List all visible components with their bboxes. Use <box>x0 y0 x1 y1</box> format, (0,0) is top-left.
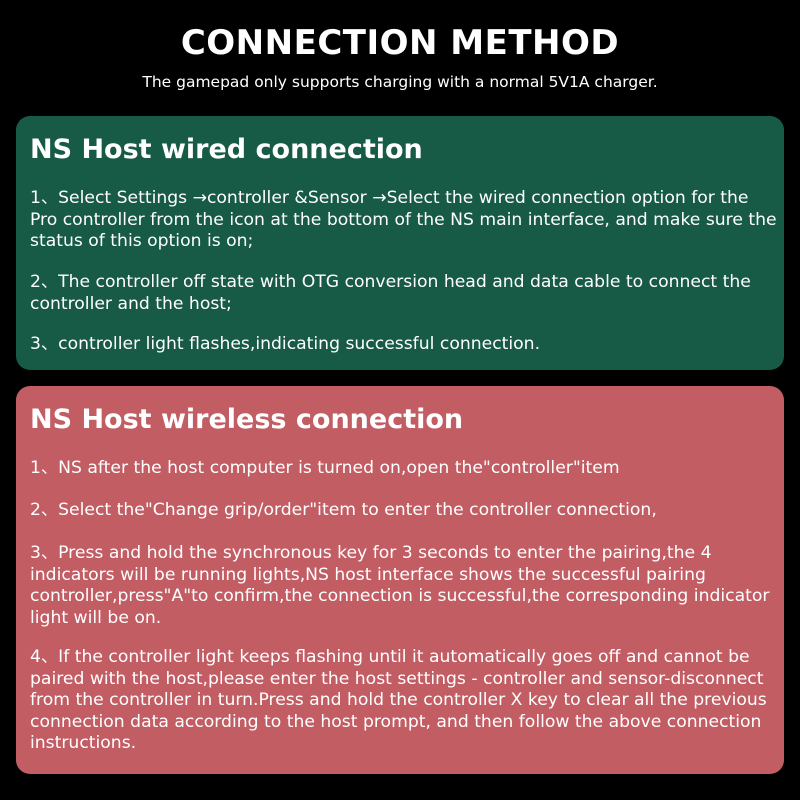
wired-connection-heading: NS Host wired connection <box>30 134 423 165</box>
wireless-connection-heading: NS Host wireless connection <box>30 404 464 435</box>
wired-step-2: 2、The controller off state with OTG conv… <box>30 272 751 314</box>
wireless-connection-panel <box>16 386 784 774</box>
wireless-step-2: 2、Select the"Change grip/order"item to e… <box>30 500 657 520</box>
wireless-step-3: 3、Press and hold the synchronous key for… <box>30 543 770 628</box>
wired-step-1: 1、Select Settings →controller &Sensor →S… <box>30 188 777 251</box>
wireless-step-4: 4、If the controller light keeps flashing… <box>30 647 767 753</box>
wired-connection-panel <box>16 116 784 370</box>
wireless-step-1: 1、NS after the host computer is turned o… <box>30 458 620 478</box>
wired-step-3: 3、controller light flashes,indicating su… <box>30 334 541 354</box>
page-subtitle: The gamepad only supports charging with … <box>142 73 658 91</box>
page-title: CONNECTION METHOD <box>180 23 620 63</box>
